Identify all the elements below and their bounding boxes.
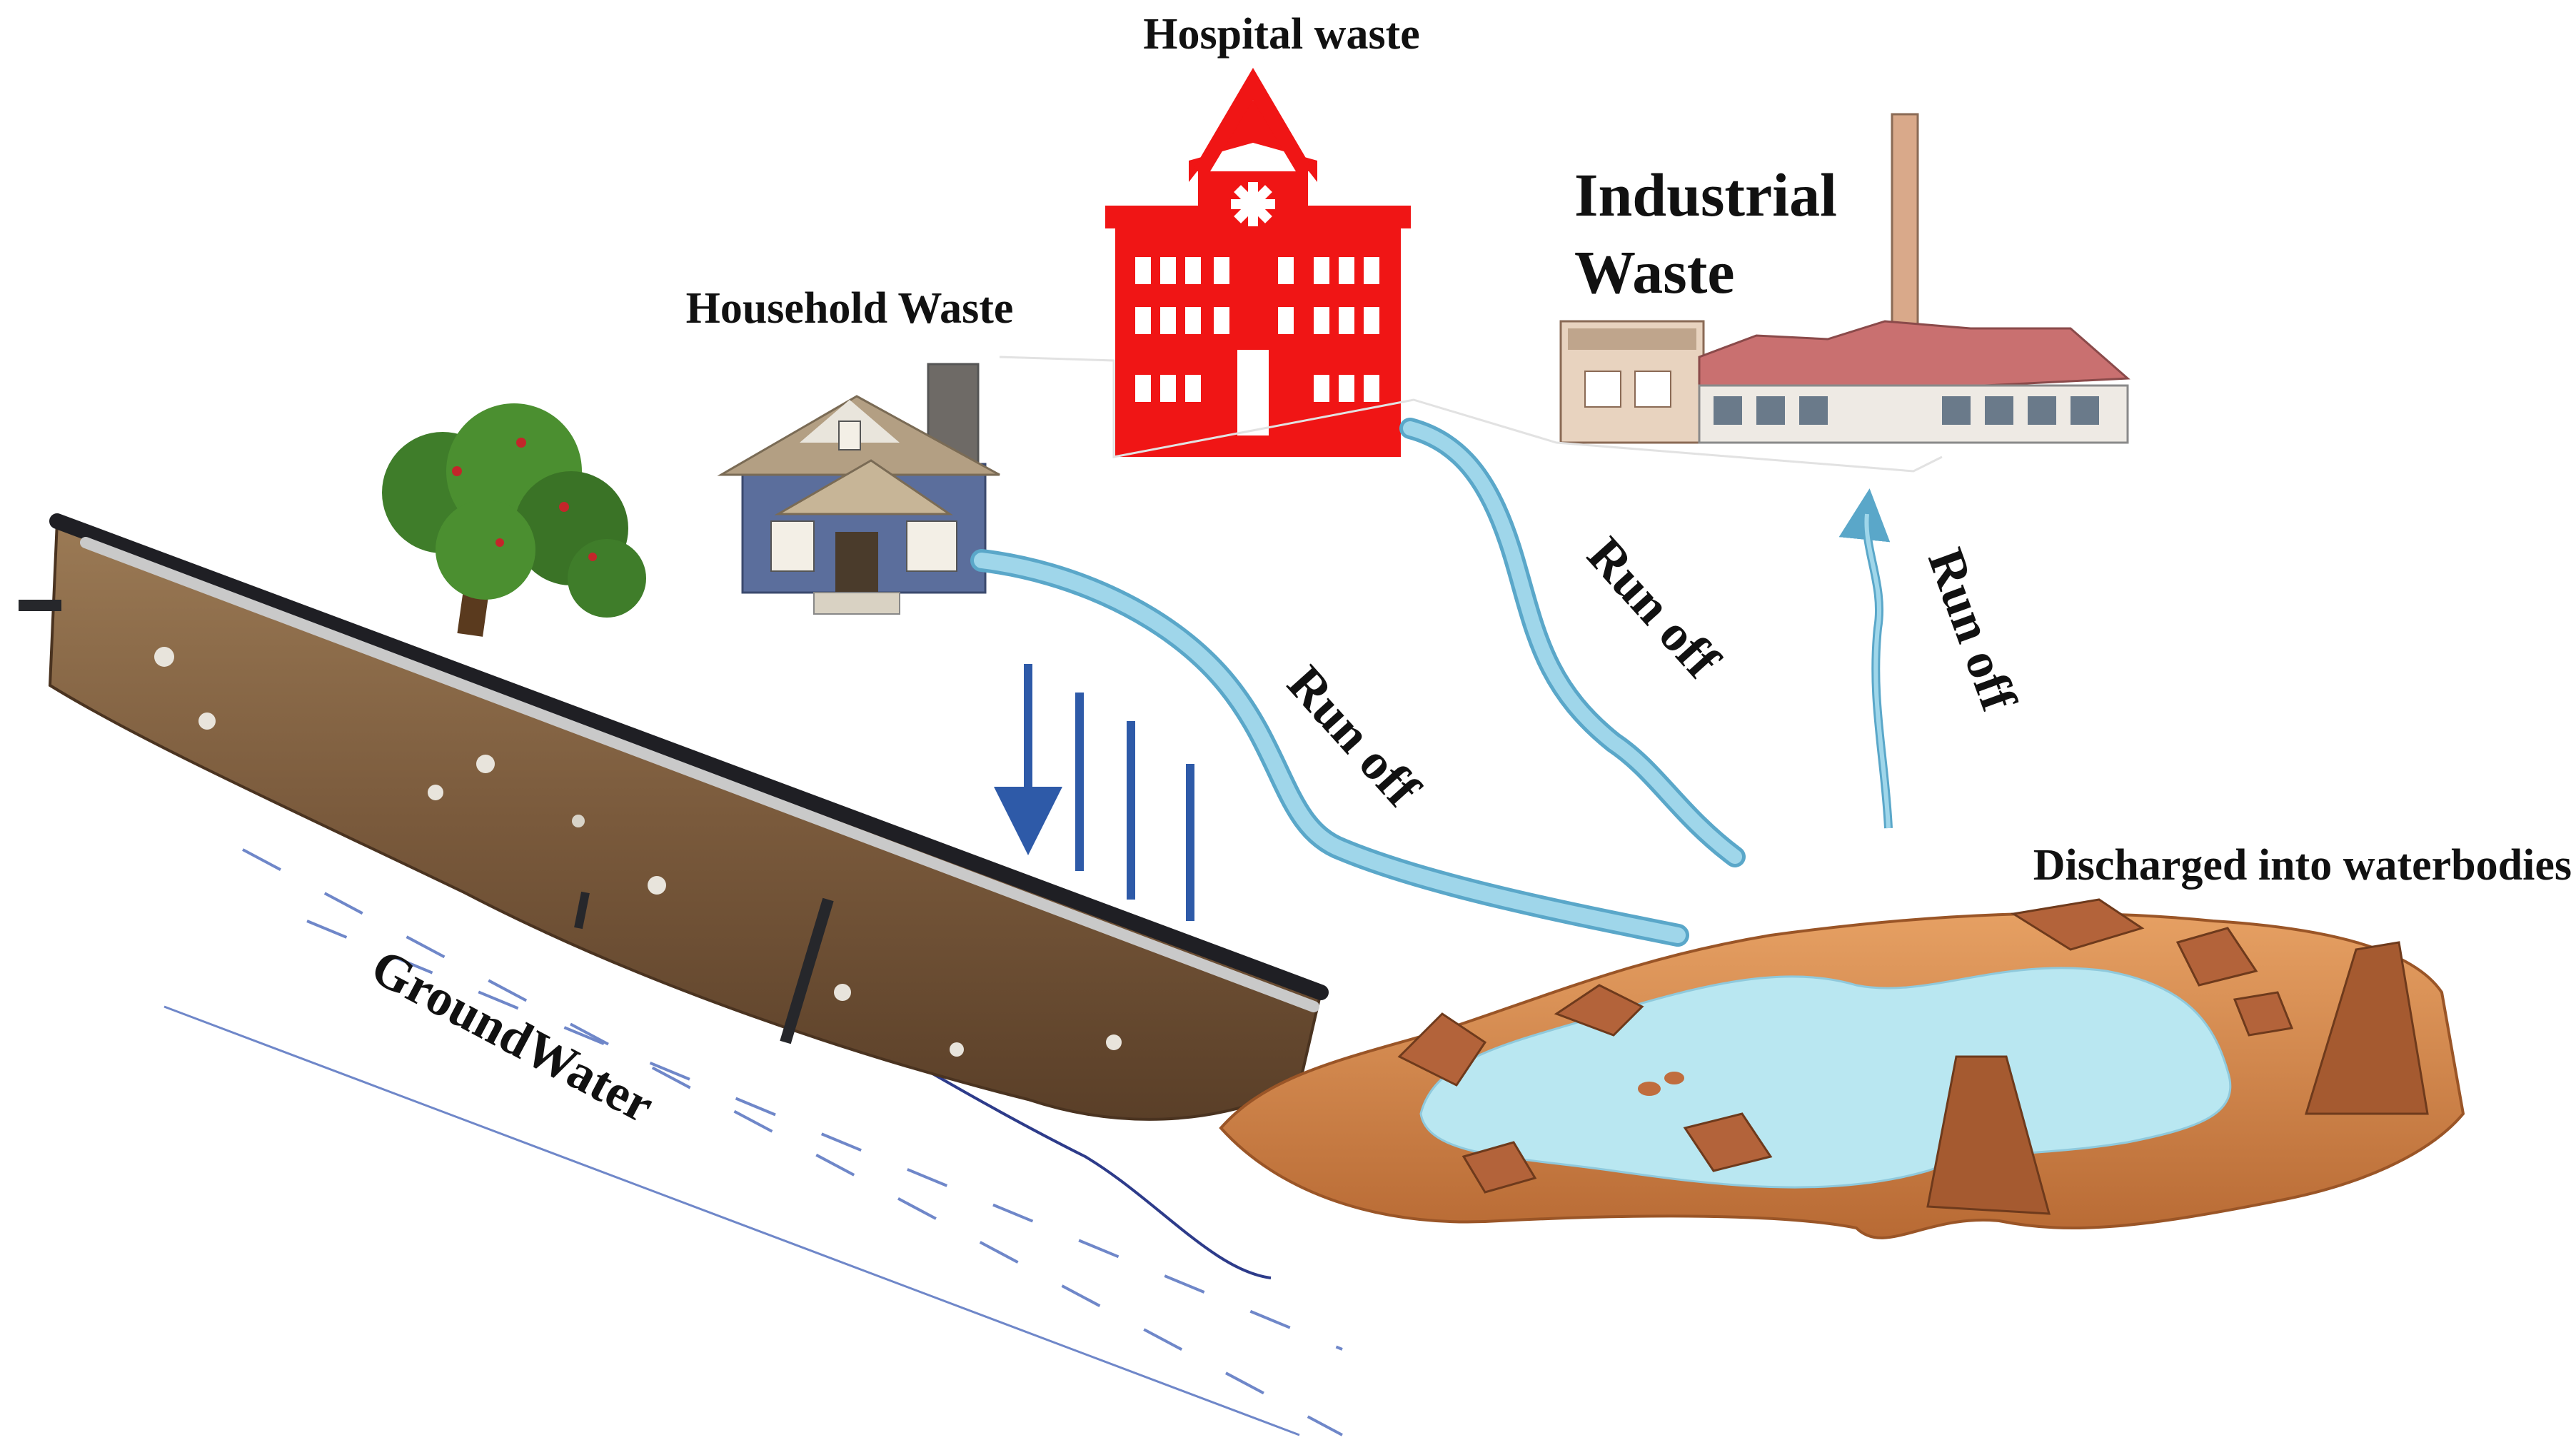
pond-icon <box>1219 898 2465 1239</box>
hospital-waste-label: Hospital waste <box>1143 10 1420 59</box>
hospital-building-icon <box>1105 68 1411 457</box>
tree-icon <box>382 403 646 637</box>
runoff-streams <box>970 418 1893 947</box>
runoff-label-hospital: Run off <box>1576 526 1731 689</box>
factory-icon <box>1559 113 2130 444</box>
groundwater-label: GroundWater <box>362 937 663 1134</box>
infiltration-arrows <box>994 664 1194 921</box>
industrial-waste-label-line2: Waste <box>1574 238 1735 306</box>
runoff-label-industrial: Run off <box>1917 541 2028 718</box>
industrial-waste-label-line1: Industrial <box>1574 161 1837 229</box>
house-icon <box>717 363 1000 615</box>
household-waste-label: Household Waste <box>686 284 1014 333</box>
soil-block <box>19 513 1329 1121</box>
discharged-label: Discharged into waterbodies <box>2033 841 2572 890</box>
